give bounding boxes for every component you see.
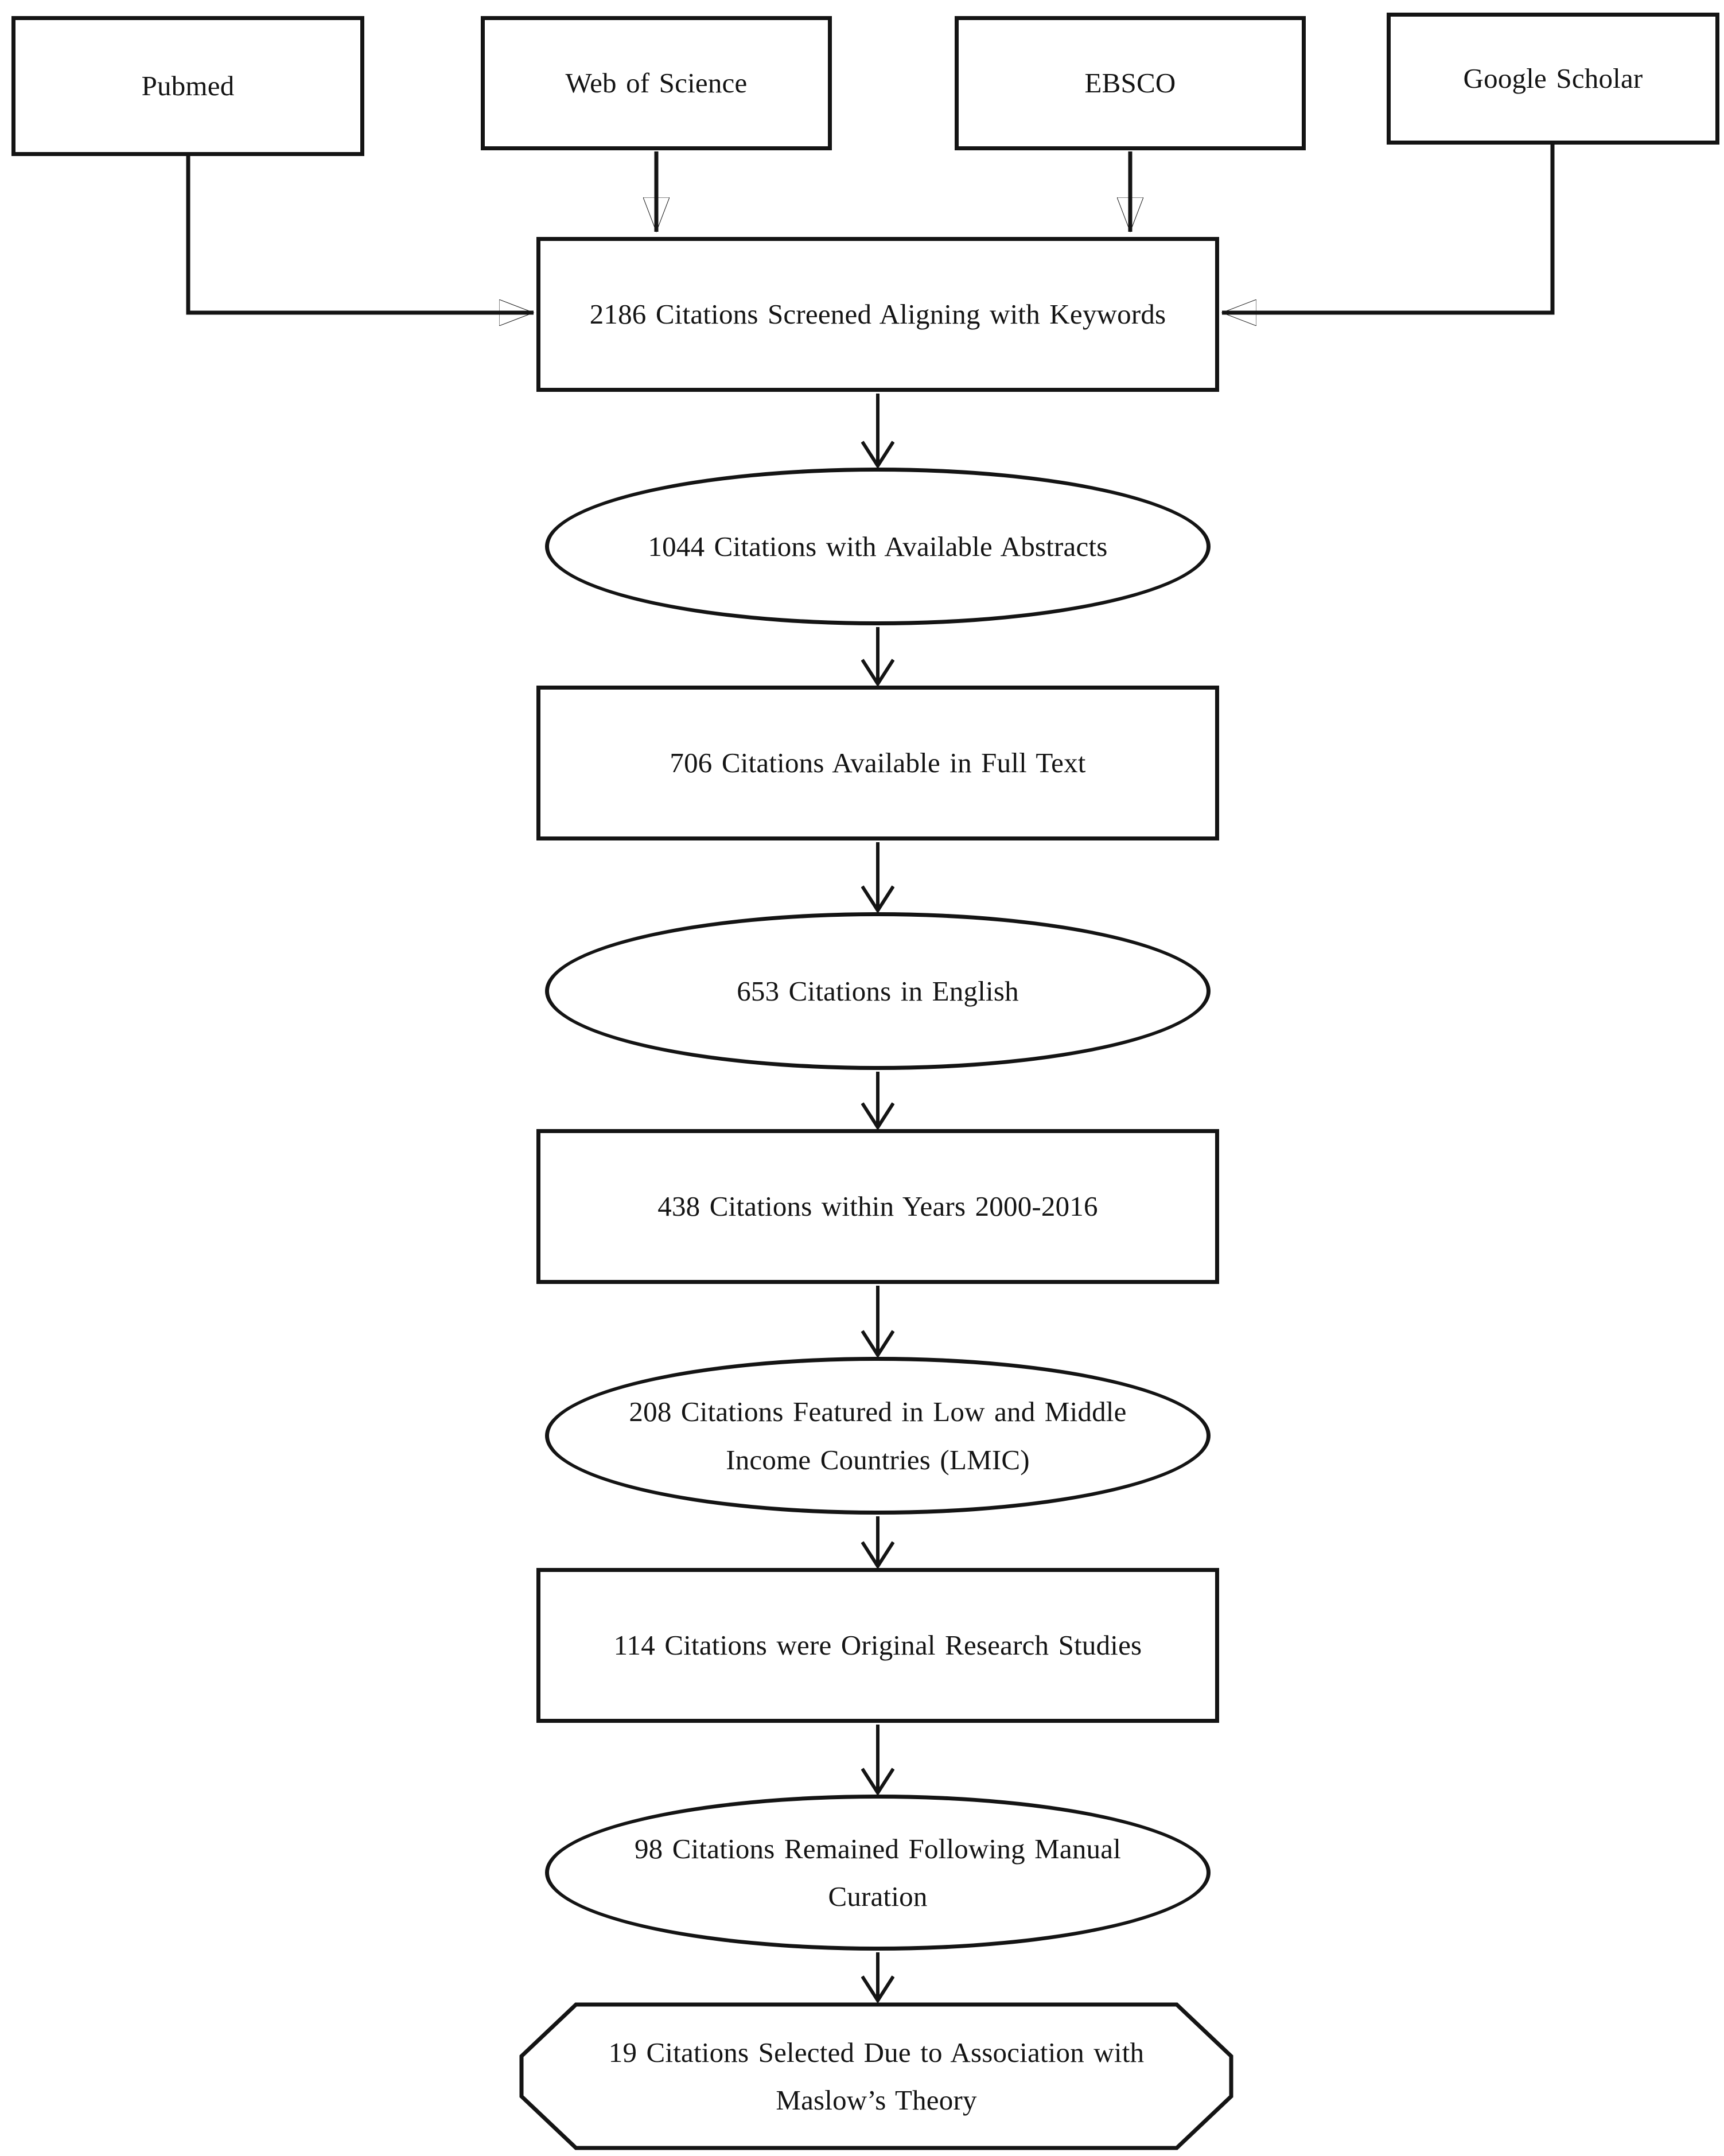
step-octagon-selected-maslow: 19 Citations Selected Due to Association… (519, 2002, 1233, 2150)
step-label-citations-screened: 2186 Citations Screened Aligning with Ke… (589, 298, 1166, 330)
step-label-years-2000-2016: 438 Citations within Years 2000-2016 (657, 1190, 1098, 1223)
source-box-pubmed: Pubmed (11, 16, 364, 156)
step-label-lmic: 208 Citations Featured in Low and Middle… (629, 1396, 1127, 1476)
step-label-original-research: 114 Citations were Original Research Stu… (613, 1629, 1142, 1661)
source-label-pubmed: Pubmed (141, 70, 235, 102)
source-box-web-of-science: Web of Science (481, 16, 832, 150)
step-box-original-research: 114 Citations were Original Research Stu… (536, 1568, 1219, 1723)
source-label-web-of-science: Web of Science (565, 67, 748, 99)
step-label-available-abstracts: 1044 Citations with Available Abstracts (648, 530, 1108, 562)
source-label-google-scholar: Google Scholar (1463, 63, 1643, 95)
source-box-google-scholar: Google Scholar (1387, 13, 1719, 145)
step-ellipse-available-abstracts: 1044 Citations with Available Abstracts (545, 468, 1211, 625)
octagon-outline (519, 2002, 1233, 2150)
step-label-manual-curation: 98 Citations Remained Following Manual C… (634, 1832, 1122, 1912)
step-label-full-text: 706 Citations Available in Full Text (670, 747, 1086, 779)
source-label-ebsco: EBSCO (1084, 67, 1176, 99)
step-box-years-2000-2016: 438 Citations within Years 2000-2016 (536, 1129, 1219, 1284)
arrow-pubmed-to-screening (186, 156, 534, 313)
step-label-selected-maslow: 19 Citations Selected Due to Association… (608, 2036, 1145, 2116)
step-ellipse-english: 653 Citations in English (545, 912, 1211, 1070)
source-box-ebsco: EBSCO (955, 16, 1306, 150)
arrow-google-scholar-to-screening (1222, 145, 1555, 313)
step-ellipse-manual-curation: 98 Citations Remained Following Manual C… (545, 1795, 1211, 1951)
step-box-citations-screened: 2186 Citations Screened Aligning with Ke… (536, 237, 1219, 392)
step-ellipse-lmic: 208 Citations Featured in Low and Middle… (545, 1357, 1211, 1515)
step-box-full-text: 706 Citations Available in Full Text (536, 686, 1219, 840)
step-label-english: 653 Citations in English (737, 975, 1019, 1007)
